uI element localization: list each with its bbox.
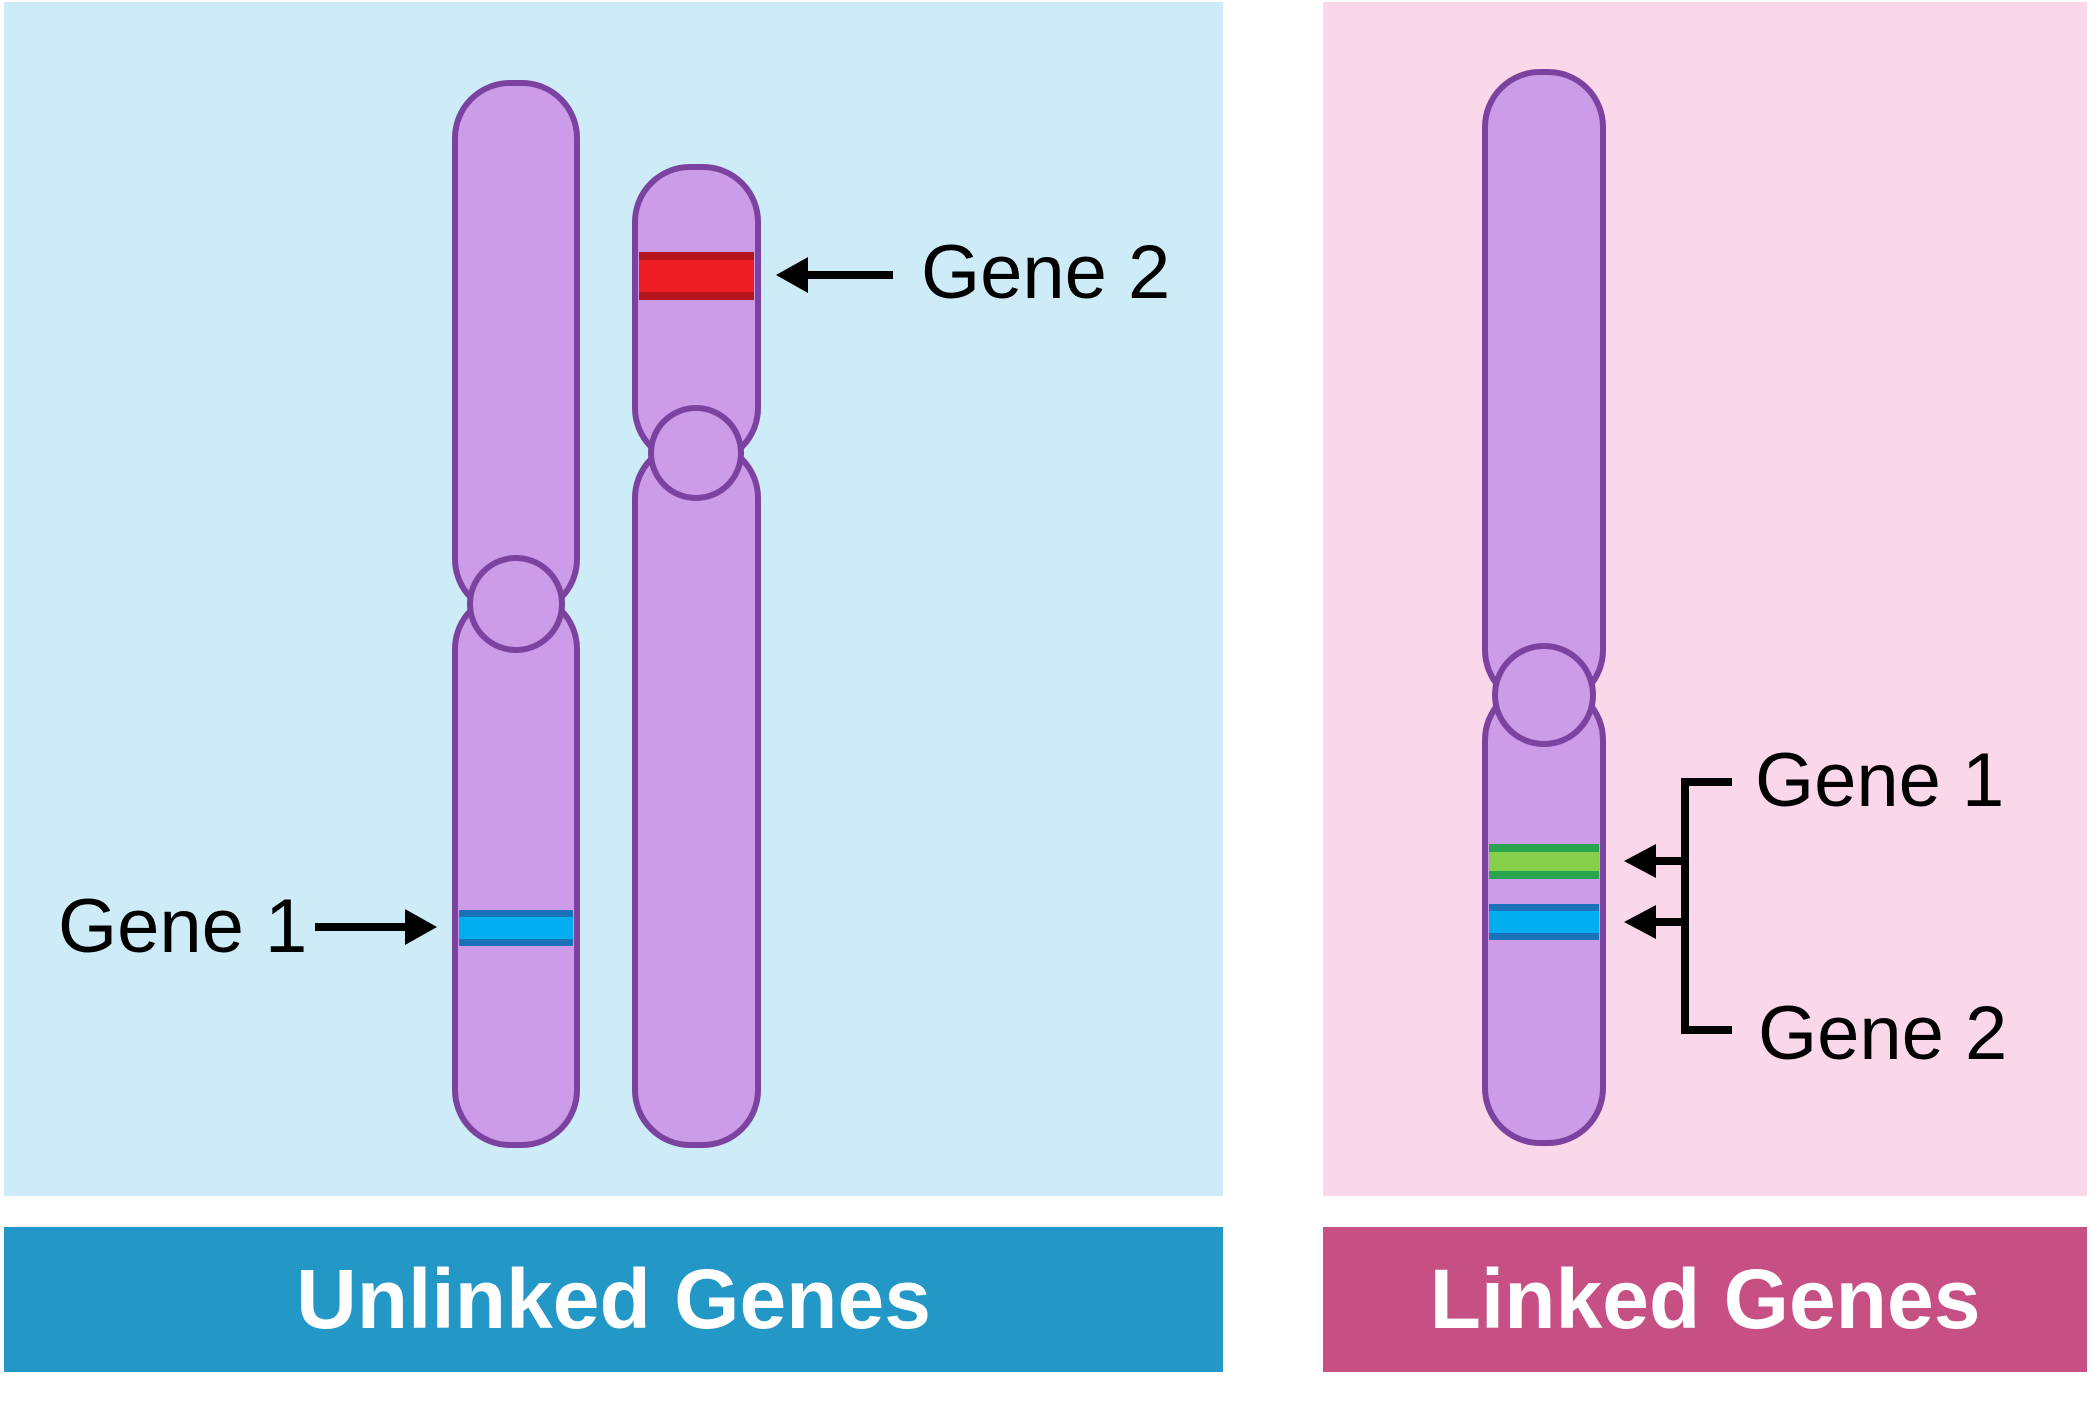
bracket-path	[1681, 778, 1732, 1034]
gene1-arrow-right	[1624, 844, 1685, 878]
unlinked-banner	[4, 1227, 1223, 1372]
gene1-band-top-edge	[1489, 844, 1599, 852]
linked-genes-title: Linked Genes	[1429, 1252, 1981, 1346]
chromosome-right	[1482, 69, 1606, 1146]
gene1-band-core	[1489, 852, 1599, 871]
gene2-band-top-edge	[1489, 904, 1599, 911]
gene2-band-linked	[1489, 904, 1599, 940]
chromosome-left-2	[632, 164, 761, 1148]
unlinked-panel-background	[4, 2, 1223, 1196]
gene1-arrow-left	[315, 909, 437, 945]
gene2-label-unlinked: Gene 2	[921, 230, 1171, 315]
gene1-band-linked	[1489, 844, 1599, 879]
gene2-band-top-edge	[639, 252, 754, 260]
gene2-band-bottom-edge	[639, 292, 754, 300]
gene1-band-bottom-edge	[1489, 871, 1599, 879]
linked-banner	[1323, 1227, 2087, 1372]
gene1-band-unlinked	[459, 910, 573, 946]
chromosome-right-top-arm	[1482, 69, 1606, 708]
gene2-band-core	[639, 260, 754, 292]
chromosome-left-1-centromere	[467, 555, 565, 653]
gene1-arrowhead-icon	[1624, 844, 1656, 878]
chromosome-left-1-bottom-arm	[452, 591, 580, 1148]
gene2-band-unlinked	[639, 252, 754, 300]
chromosome-left-1	[452, 80, 580, 1148]
chromosome-left-2-centromere	[648, 405, 744, 501]
gene2-band-core	[1489, 911, 1599, 933]
linked-genes-bracket	[1681, 778, 1732, 1034]
gene1-band-bottom-edge	[459, 939, 573, 946]
gene1-band-core	[459, 917, 573, 939]
unlinked-genes-title: Unlinked Genes	[296, 1252, 931, 1346]
chromosome-right-centromere	[1492, 643, 1596, 747]
chromosome-left-2-bottom-arm	[632, 440, 761, 1148]
gene2-arrowhead-icon	[1624, 905, 1656, 939]
gene2-arrow-right	[1624, 905, 1685, 939]
gene2-arrowhead-icon	[776, 257, 808, 293]
gene1-arrowhead-icon	[405, 909, 437, 945]
gene2-label-linked: Gene 2	[1758, 991, 2008, 1076]
gene1-label-unlinked: Gene 1	[58, 884, 308, 969]
linked-panel-background	[1323, 2, 2087, 1196]
chromosome-left-1-top-arm	[452, 80, 580, 617]
gene1-label-linked: Gene 1	[1755, 738, 2005, 823]
gene2-arrow-left	[776, 257, 893, 293]
gene2-band-bottom-edge	[1489, 933, 1599, 940]
gene1-band-top-edge	[459, 910, 573, 917]
